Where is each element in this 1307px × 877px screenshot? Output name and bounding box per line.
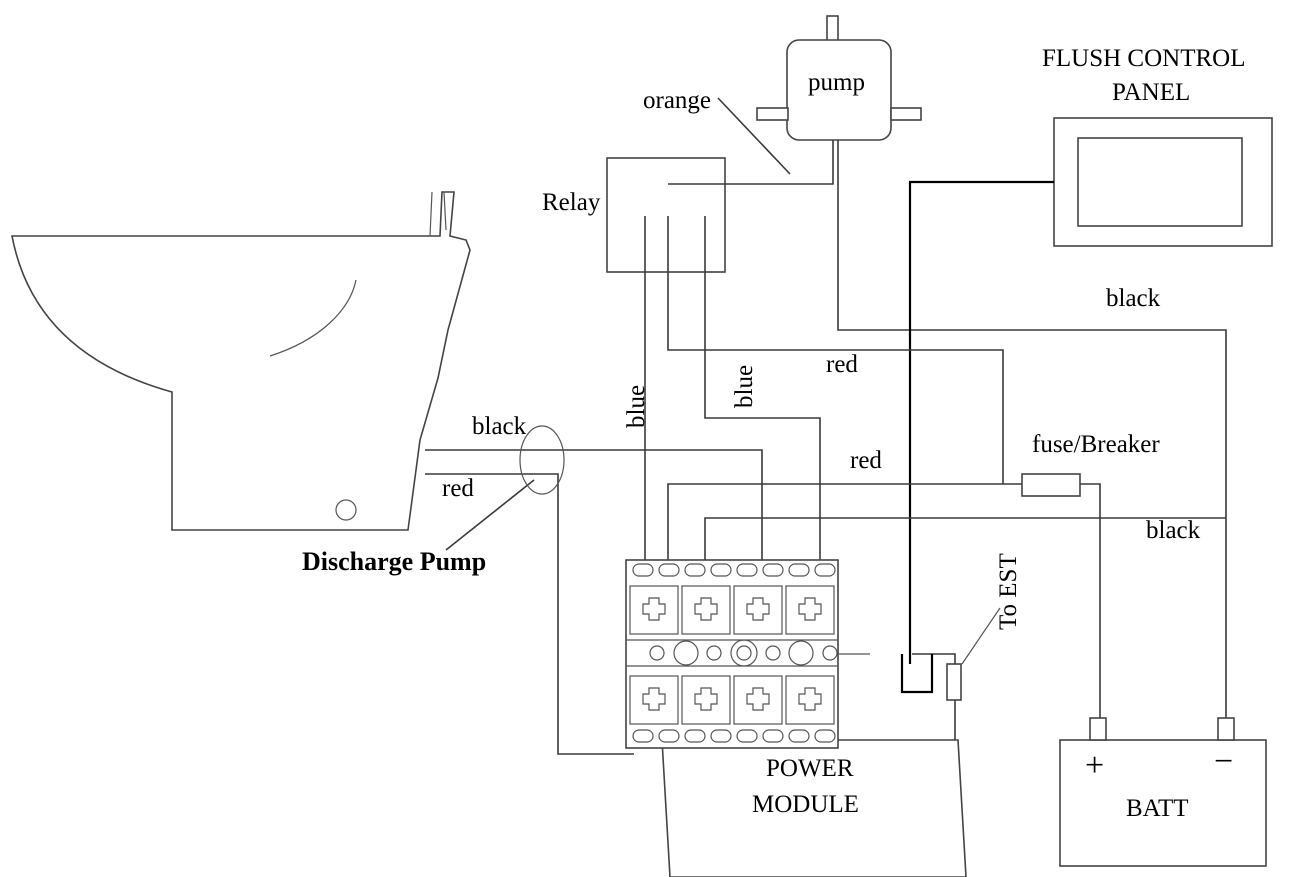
- est-leader-line: [961, 607, 1001, 665]
- terminal-slot: [684, 729, 706, 743]
- battery: [1059, 717, 1267, 867]
- terminal-screws: [649, 639, 838, 667]
- pump: [756, 15, 922, 141]
- terminal-slot: [814, 729, 836, 743]
- wires: [425, 97, 1227, 762]
- terminal-plus-icon: [642, 687, 666, 711]
- terminal-slot: [736, 729, 758, 743]
- discharge-leader-line: [445, 479, 535, 551]
- terminal-plus-icon: [746, 687, 770, 711]
- orange-wire-label: orange: [643, 87, 711, 114]
- terminal-blocks: [629, 585, 835, 725]
- toilet: [11, 191, 471, 531]
- orange-leader-line: [717, 97, 791, 175]
- black-wire-label-right: black: [1146, 517, 1201, 544]
- battery-label: BATT: [1126, 795, 1189, 822]
- terminal-slots-bottom: [632, 729, 836, 743]
- est-connector-wire: [912, 653, 956, 742]
- relay-label: Relay: [542, 189, 601, 216]
- black-wire-pump-to-battery: [837, 140, 1227, 762]
- terminal-slots-top: [632, 563, 836, 577]
- terminal-block: [681, 585, 731, 635]
- terminal-slot: [710, 563, 732, 577]
- terminal-screw: [649, 645, 665, 661]
- flush-control-panel: [1053, 117, 1273, 247]
- est-connector: [900, 654, 962, 701]
- terminal-slot: [658, 563, 680, 577]
- flush-panel-title-line2: PANEL: [1112, 79, 1190, 106]
- to-est-label: To EST: [995, 553, 1022, 630]
- black-wire-label-toilet: black: [472, 413, 527, 440]
- terminal-slot: [762, 729, 784, 743]
- terminal-screw: [822, 645, 838, 661]
- red-wire-fuse-in: [667, 483, 1022, 568]
- red-wire-fuse-out: [1080, 483, 1101, 762]
- terminal-slot: [632, 729, 654, 743]
- terminal-slot: [658, 729, 680, 743]
- terminal-slot: [762, 563, 784, 577]
- blue-wire-label-right: blue: [731, 365, 758, 408]
- terminal-screw: [706, 645, 722, 661]
- terminal-block: [785, 675, 835, 725]
- terminal-slot: [710, 729, 732, 743]
- flush-panel-title-line1: FLUSH CONTROL: [1042, 45, 1246, 72]
- terminal-screw: [730, 639, 758, 667]
- terminal-screw: [765, 645, 781, 661]
- blue-wire-right: [704, 216, 821, 568]
- terminal-slot: [736, 563, 758, 577]
- cable-bundle-ellipse: [519, 425, 565, 495]
- pump-label: pump: [808, 69, 865, 96]
- terminal-plus-icon: [694, 687, 718, 711]
- orange-wire: [668, 140, 834, 185]
- battery-minus-sign: −: [1214, 743, 1233, 780]
- red-wire-label-mid: red: [826, 351, 858, 378]
- power-module-label-line1: POWER: [766, 755, 854, 782]
- terminal-plus-icon: [746, 597, 770, 621]
- fuse-breaker-label: fuse/Breaker: [1032, 431, 1160, 458]
- battery-plus-sign: +: [1085, 747, 1104, 784]
- terminal-slot: [814, 563, 836, 577]
- discharge-pump-label: Discharge Pump: [302, 547, 486, 576]
- terminal-block: [629, 675, 679, 725]
- power-module: [625, 559, 967, 877]
- terminal-block: [785, 585, 835, 635]
- terminal-screw: [673, 640, 699, 666]
- terminal-screw: [788, 640, 814, 666]
- terminal-plus-icon: [642, 597, 666, 621]
- terminal-screw-inner: [736, 645, 752, 661]
- red-wire-label-fuse: red: [850, 447, 882, 474]
- black-wire-toilet: [425, 449, 763, 568]
- fuse-breaker: [1021, 473, 1081, 497]
- red-wire-toilet: [425, 473, 634, 755]
- terminal-plus-icon: [798, 687, 822, 711]
- black-wire-label-top: black: [1106, 285, 1161, 312]
- terminal-block: [681, 675, 731, 725]
- terminal-block: [629, 585, 679, 635]
- red-wire-relay: [667, 216, 1004, 484]
- power-module-label-line2: MODULE: [752, 791, 859, 818]
- terminal-plus-icon: [694, 597, 718, 621]
- terminal-slot: [684, 563, 706, 577]
- terminal-block: [733, 675, 783, 725]
- flush-panel-wire: [908, 180, 1054, 664]
- terminal-plus-icon: [798, 597, 822, 621]
- terminal-slot: [632, 563, 654, 577]
- terminal-slot: [788, 729, 810, 743]
- black-wire-module: [704, 517, 1226, 568]
- blue-wire-label-left: blue: [623, 385, 650, 428]
- relay-box: [606, 157, 726, 273]
- red-wire-label-toilet: red: [442, 475, 474, 502]
- terminal-slot: [788, 563, 810, 577]
- terminal-block: [733, 585, 783, 635]
